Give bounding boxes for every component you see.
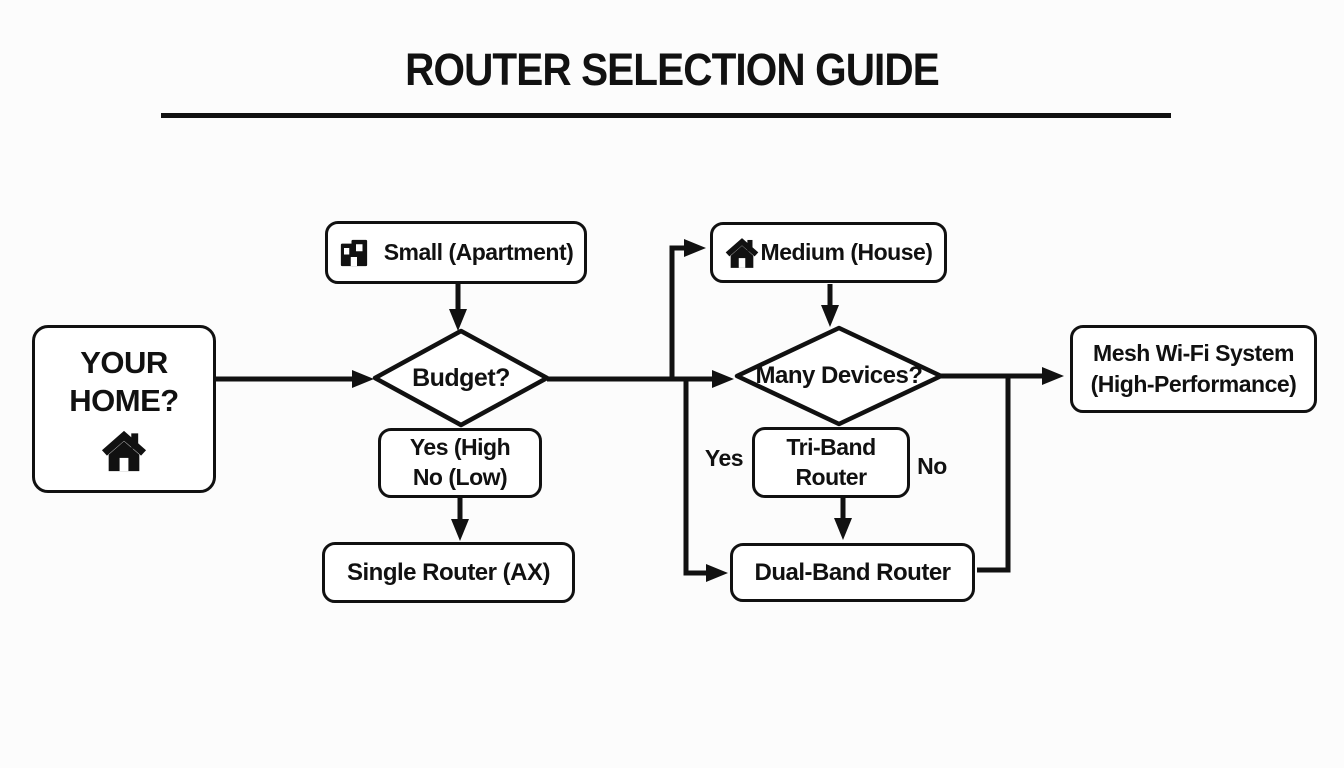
node-dual-band-router: Dual-Band Router (730, 543, 975, 602)
decision-budget-label: Budget? (412, 363, 510, 392)
node-medium-house: Medium (House) (710, 222, 947, 283)
node-small-apartment: Small (Apartment) (325, 221, 587, 284)
connector-branch-up-to-medium (669, 245, 688, 379)
arrowhead-into-budget (352, 370, 374, 388)
mesh-line1: Mesh Wi-Fi System (1093, 339, 1294, 366)
single-router-label: Single Router (AX) (346, 558, 551, 586)
arrowhead-into-mesh (1042, 367, 1064, 385)
node-budget-result: Yes (High No (Low) (378, 428, 542, 498)
node-mesh-wifi-system: Mesh Wi-Fi System (High-Performance) (1070, 325, 1317, 413)
edge-label-yes: Yes (704, 444, 744, 471)
decision-budget-diamond (372, 328, 550, 428)
arrowhead-branch-into-dual (706, 564, 728, 582)
connector-no-elbow-to-dual (977, 376, 1011, 573)
title-underline (161, 113, 1171, 118)
connector-branch-down-to-dual (683, 379, 710, 576)
tri-band-line1: Tri-Band (786, 434, 876, 461)
house-icon (725, 236, 759, 270)
budget-result-line2: No (Low) (412, 464, 508, 490)
house-icon (101, 428, 147, 474)
decision-many-devices-label: Many Devices? (755, 362, 923, 389)
dual-band-label: Dual-Band Router (754, 558, 952, 586)
arrowhead-medium-into-many (821, 305, 839, 327)
apartment-building-icon (339, 238, 369, 268)
arrowhead-into-single (451, 519, 469, 541)
arrowhead-into-many (712, 370, 734, 388)
node-tri-band-router: Tri-Band Router (752, 427, 910, 498)
decision-many-devices-diamond (734, 325, 944, 427)
mesh-line2: (High-Performance) (1090, 371, 1297, 397)
tri-band-line2: Router (795, 463, 867, 490)
node-single-router: Single Router (AX) (322, 542, 575, 603)
arrowhead-small-into-budget (449, 309, 467, 331)
page-title: ROUTER SELECTION GUIDE (405, 44, 940, 95)
small-apartment-label: Small (Apartment) (383, 239, 574, 265)
node-your-home: YOUR HOME? (32, 325, 216, 493)
your-home-label-line2: HOME? (69, 382, 179, 418)
budget-result-line1: Yes (High (409, 434, 511, 461)
edge-label-no: No (917, 452, 947, 479)
your-home-label-line1: YOUR (80, 345, 168, 381)
medium-house-label: Medium (House) (760, 239, 933, 265)
arrowhead-into-medium (684, 239, 706, 257)
arrowhead-tri-into-dual (834, 518, 852, 540)
